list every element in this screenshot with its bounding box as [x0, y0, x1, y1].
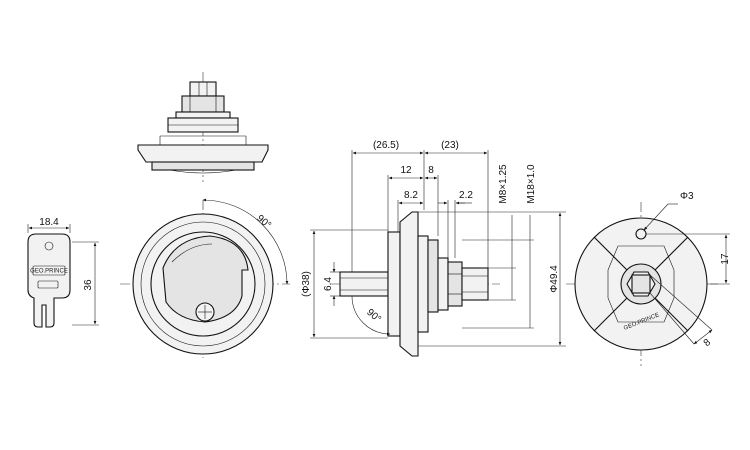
- side-rotation-angle: 90°: [364, 307, 383, 325]
- square-size-dimension: 8: [702, 337, 714, 349]
- large-thread-dimension: M18×1.0: [526, 164, 537, 204]
- rear-length-dimension: (23): [441, 140, 459, 151]
- key-brand-text: GEO.PRINCE: [30, 269, 68, 275]
- flange-diameter-dimension: Φ49.4: [549, 265, 560, 293]
- small-thread-dimension: M8×1.25: [498, 164, 509, 204]
- front-view: 90°: [120, 198, 290, 358]
- front-length-dimension: (26.5): [373, 140, 399, 151]
- length-8-dimension: 8: [428, 165, 434, 176]
- hole-diameter-dimension: Φ3: [680, 191, 694, 202]
- shaft-size-dimension: 6.4: [323, 277, 334, 291]
- length-8-2-dimension: 8.2: [404, 190, 418, 201]
- top-view: [137, 72, 269, 182]
- front-rotation-angle: 90°: [254, 213, 273, 231]
- side-view: 90° (Φ38) 6.4 (26.5) (23) 12 8 8.2 2.2 M…: [301, 140, 566, 357]
- bore-diameter-dimension: (Φ38): [301, 271, 312, 297]
- key-width-dimension: 18.4: [39, 217, 59, 228]
- key-view: GEO.PRINCE 18.4 36: [27, 217, 99, 328]
- length-2-2-dimension: 2.2: [459, 190, 473, 201]
- key-height-dimension: 36: [83, 279, 94, 291]
- length-12-dimension: 12: [400, 165, 412, 176]
- hole-offset-dimension: 17: [720, 253, 731, 265]
- rear-view: GEO.PRINCE Φ3 17 8: [566, 191, 731, 366]
